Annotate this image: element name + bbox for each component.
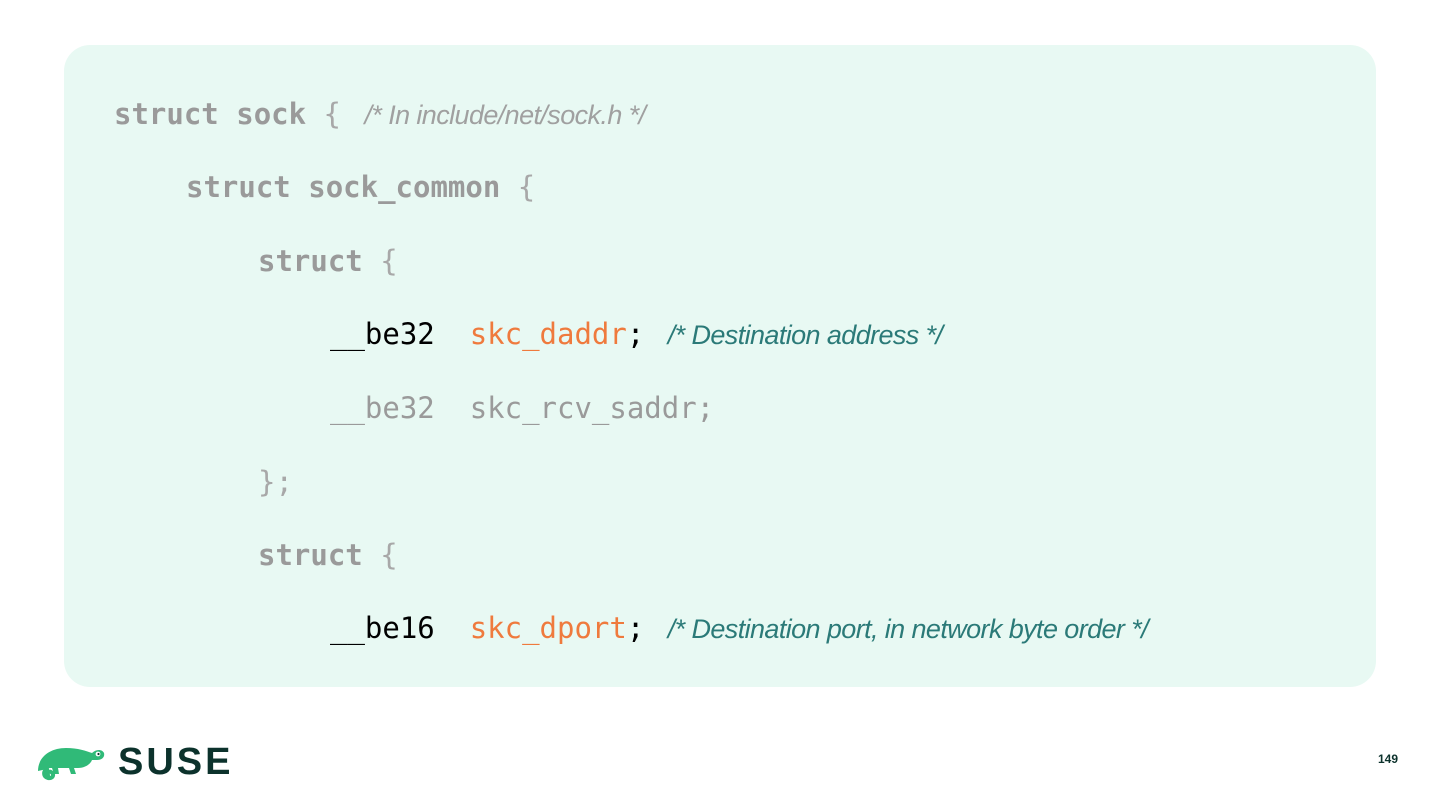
code-comment: /* In include/net/sock.h */: [364, 100, 646, 130]
close-brace: };: [258, 465, 293, 499]
code-line-2: struct sock_common {: [186, 167, 535, 207]
field-type: __be16: [330, 611, 435, 645]
code-line-7: struct {: [258, 535, 398, 575]
struct-name: sock_common: [308, 170, 501, 204]
keyword-struct: struct: [258, 538, 363, 572]
open-brace: {: [323, 97, 342, 131]
code-line-1: struct sock { /* In include/net/sock.h *…: [114, 94, 646, 134]
semicolon: ;: [626, 317, 645, 351]
logo-wordmark: SUSE: [118, 740, 234, 783]
code-line-4: __be32 skc_daddr; /* Destination address…: [330, 314, 943, 354]
suse-logo: SUSE: [34, 738, 233, 786]
chameleon-icon: [34, 741, 106, 783]
page-number: 149: [1377, 752, 1398, 766]
keyword-struct: struct: [186, 170, 291, 204]
open-brace: {: [380, 244, 398, 278]
semicolon: ;: [696, 391, 715, 425]
keyword-struct: struct: [114, 97, 219, 131]
semicolon: ;: [626, 611, 645, 645]
code-comment: /* Destination address */: [667, 320, 943, 350]
code-line-5: __be32 skc_rcv_saddr;: [330, 388, 714, 428]
field-name: skc_rcv_saddr: [469, 391, 697, 425]
code-line-3: struct {: [258, 241, 398, 281]
open-brace: {: [380, 538, 398, 572]
code-line-8: __be16 skc_dport; /* Destination port, i…: [330, 608, 1149, 648]
code-comment: /* Destination port, in network byte ord…: [667, 614, 1149, 644]
code-block: struct sock { /* In include/net/sock.h *…: [64, 45, 1376, 687]
field-name-highlighted: skc_daddr: [469, 317, 627, 351]
code-line-6: };: [258, 462, 293, 502]
open-brace: {: [517, 170, 536, 204]
field-name-highlighted: skc_dport: [469, 611, 627, 645]
field-type: __be32: [330, 317, 435, 351]
field-type: __be32: [330, 391, 435, 425]
keyword-struct: struct: [258, 244, 363, 278]
struct-name: sock: [236, 97, 307, 131]
